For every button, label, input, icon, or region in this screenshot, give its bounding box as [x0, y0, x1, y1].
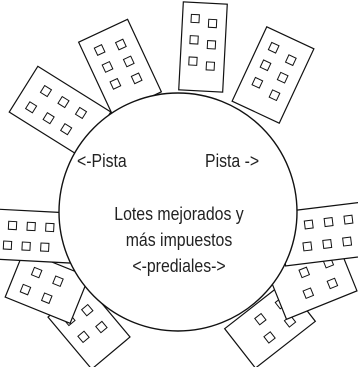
building-left-upper [8, 65, 112, 159]
window [93, 44, 106, 57]
window [57, 95, 70, 109]
window [42, 112, 55, 125]
window [302, 241, 313, 252]
window [7, 220, 18, 231]
window [322, 238, 333, 249]
window [189, 35, 199, 45]
window [24, 101, 38, 114]
window [188, 56, 198, 66]
window [109, 77, 122, 90]
window [268, 89, 281, 102]
window [343, 214, 354, 225]
window [251, 76, 264, 89]
window [267, 41, 280, 54]
window [284, 54, 297, 67]
window [40, 292, 53, 305]
window [26, 221, 36, 232]
building-top-center [178, 1, 228, 93]
building-outline [178, 1, 228, 93]
window [77, 330, 90, 344]
window [342, 236, 353, 247]
window [263, 331, 276, 344]
window [130, 72, 143, 85]
window [74, 106, 88, 120]
window [302, 287, 315, 300]
building-left-lower-a [0, 208, 74, 264]
building-left-lower-b [4, 249, 90, 325]
window [95, 320, 108, 334]
window [19, 283, 32, 296]
pista-right-label: Pista -> [205, 151, 260, 171]
window [254, 312, 267, 326]
window [323, 217, 334, 228]
window [30, 266, 43, 279]
window [207, 18, 218, 29]
window [122, 55, 135, 68]
window [39, 84, 53, 98]
center-line-2: más impuestos [125, 230, 233, 250]
window [190, 13, 200, 24]
window [259, 59, 272, 72]
center-line-3: <-prediales-> [132, 256, 226, 276]
building-right-lower-a [278, 201, 358, 267]
window [80, 303, 94, 317]
window [52, 275, 64, 288]
central-circle [58, 92, 298, 332]
building-outline [231, 26, 315, 124]
building-outline [4, 249, 90, 325]
center-text: Lotes mejorados y más impuestos <-predia… [91, 201, 267, 279]
window [45, 222, 55, 233]
window [205, 61, 216, 71]
window [101, 60, 114, 73]
center-line-1: Lotes mejorados y [114, 204, 244, 224]
window [21, 241, 31, 251]
window [303, 219, 314, 230]
window [326, 277, 339, 290]
window [59, 122, 73, 136]
window [276, 71, 289, 84]
window [298, 266, 311, 279]
window [2, 240, 13, 250]
window [40, 242, 50, 252]
pista-left-label: <-Pista [77, 151, 127, 171]
window [206, 40, 217, 50]
window [114, 38, 127, 51]
building-top-right [231, 26, 315, 124]
